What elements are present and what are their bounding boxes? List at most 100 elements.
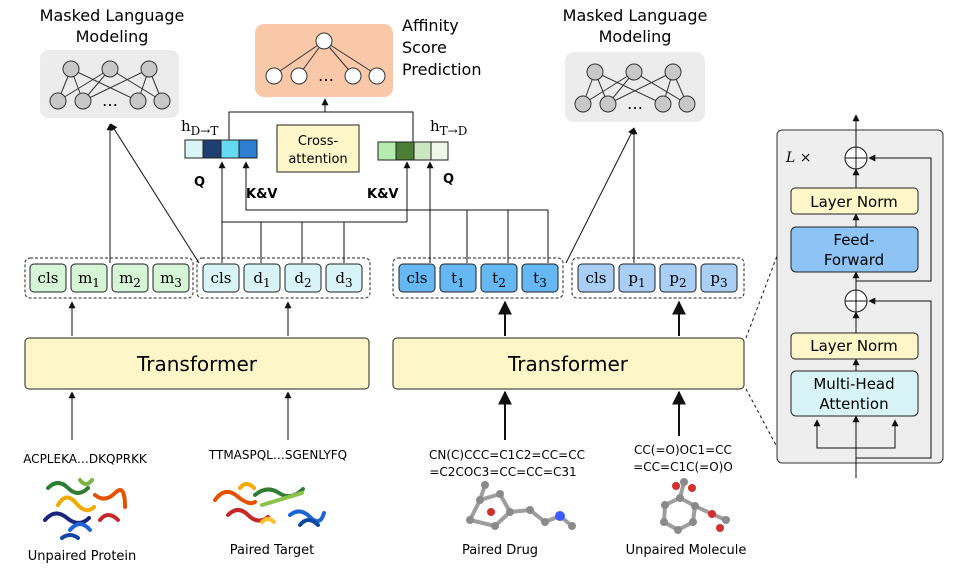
mlm-right-title-line2: Modeling [599,27,672,46]
caption-unpaired-molecule: Unpaired Molecule [626,543,747,558]
kv-label-right: K&V [367,187,398,202]
layer-norm-bottom [790,332,919,360]
affinity-title-line1: Affinity [402,16,459,35]
mlm-right-title-line1: Masked Language [563,6,708,25]
token-protein-1 [70,263,108,293]
mlm-left-nodes [49,60,171,110]
drug-smiles-line1: CN(C)CCC=C1C2=CC=CC [429,448,585,462]
target-structure-image [213,482,326,527]
mlm-left-ellipsis: … [102,91,118,110]
cross-attention-connectors [228,111,414,142]
token-group-drug-frame [392,257,564,299]
transformer-block-detail: L × Layer Norm Feed- Forward [776,114,944,478]
token-label-molecule-0: cls [586,269,607,287]
mlm-left-title-line2: Modeling [76,27,149,46]
feed-forward-label-line1: Feed- [833,231,874,249]
transformer-left-label: Transformer [136,352,258,376]
feed-forward-box [790,226,919,273]
transformer-right [392,337,745,390]
molecule-structure-image [660,478,730,534]
zoom-line-top [745,255,778,339]
cross-attention-label-line2: attention [288,152,347,167]
layer-norm-top-label: Layer Norm [810,193,898,211]
cross-attention-label-line1: Cross- [298,134,339,149]
transformer-right-label: Transformer [507,352,629,376]
token-molecule-0 [577,263,615,293]
mlm-right-ellipsis: … [627,94,643,113]
mlm-left-title-line1: Masked Language [40,6,185,25]
target-sequence: TTMASPQL…SGENLYFQ [208,448,347,462]
caption-paired-drug: Paired Drug [462,543,538,558]
kv-label-left: K&V [246,187,277,202]
layer-norm-top [790,187,919,215]
mlm-head-right: Masked Language Modeling … [563,6,708,122]
token-label-target-2: d2 [294,269,311,290]
token-label-molecule-3: p3 [710,269,727,290]
affinity-title-line2: Score [402,38,447,57]
block-flow-lines [813,114,932,478]
token-label-drug-3: t3 [533,269,547,290]
drug-smiles-line2: =C2COC3=CC=CC=C31 [429,465,576,479]
transformer-input-arrows [68,390,686,440]
token-molecule-1 [618,263,656,293]
multi-head-attention-box [790,370,919,417]
token-drug-3 [521,263,559,293]
feed-forward-label-line2: Forward [824,251,884,269]
affinity-ellipsis: … [318,66,334,85]
mha-label-line2: Attention [819,395,888,413]
token-group-target-frame [196,257,371,299]
caption-unpaired-protein: Unpaired Protein [28,549,137,564]
token-drug-2 [480,263,518,293]
affinity-nodes [265,32,386,85]
mha-label-line1: Multi-Head [813,375,894,393]
token-label-target-3: d3 [335,269,352,290]
token-label-drug-0: cls [407,269,428,287]
affinity-title-line3: Prediction [402,60,481,79]
transformer-output-arrows [68,300,686,336]
token-label-drug-2: t2 [492,269,506,290]
token-protein-2 [111,263,149,293]
token-molecule-3 [700,263,738,293]
token-label-molecule-2: p2 [669,269,686,290]
mlm-head-left: Masked Language Modeling … [40,6,185,118]
token-group-drug: cls t1 t2 t3 [392,257,564,299]
molecule-smiles-line1: CC(=O)OC1=CC [634,443,732,457]
token-label-protein-0: cls [38,269,59,287]
cross-attention-box [276,124,360,173]
layer-repeat-label: L × [785,150,811,166]
h-target-to-drug-label: hT→D [430,117,467,138]
token-drug-1 [439,263,477,293]
token-label-molecule-1: p1 [628,269,645,290]
token-target-1 [243,263,281,293]
vector-target-to-drug [377,141,449,161]
cross-attention-section: hD→T hT→D Cross- attention Q K&V K&V Q [181,98,467,202]
token-target-0 [202,263,240,293]
protein-sequence: ACPLEKA…DKQPRKK [23,452,148,466]
token-target-3 [325,263,363,293]
drug-structure-image [466,481,576,530]
token-label-protein-3: m3 [160,269,182,290]
q-label-right: Q [443,172,454,187]
affinity-head: … Affinity Score Prediction [255,16,481,97]
token-group-molecule-frame [571,257,745,299]
mlm-right-nodes [574,63,696,113]
molecule-smiles-line2: =CC=C1C(=O)O [633,460,733,474]
token-label-drug-1: t1 [451,269,465,290]
token-target-2 [284,263,322,293]
layer-norm-bottom-label: Layer Norm [810,337,898,355]
protein-structure-image [43,478,127,540]
vector-drug-to-target [184,139,258,159]
token-group-protein-frame [24,257,194,299]
zoom-line-bottom [745,388,778,448]
token-group-molecule: cls p1 p2 p3 [571,257,745,299]
q-label-left: Q [194,175,205,190]
h-drug-to-target-label: hD→T [181,117,218,138]
kv-wiring [218,161,549,263]
token-label-protein-1: m1 [78,269,100,290]
caption-paired-target: Paired Target [230,543,315,558]
token-drug-0 [398,263,436,293]
token-label-target-0: cls [211,269,232,287]
